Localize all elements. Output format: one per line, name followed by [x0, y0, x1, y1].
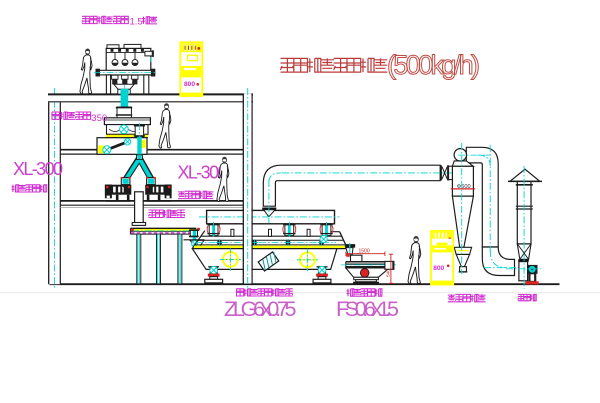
svg-text:350: 350 — [91, 113, 107, 124]
svg-text:ZLG6x0.75: ZLG6x0.75 — [224, 297, 297, 321]
svg-text:Φ600: Φ600 — [457, 184, 471, 190]
svg-text:XL-300: XL-300 — [13, 159, 63, 179]
svg-text:800: 800 — [184, 81, 195, 88]
svg-text:(500kg/h): (500kg/h) — [387, 50, 480, 80]
svg-text:800: 800 — [433, 265, 444, 272]
svg-text:XL-300: XL-300 — [178, 162, 228, 182]
svg-text:1500: 1500 — [359, 248, 370, 254]
svg-text:FS0.6x1.5: FS0.6x1.5 — [336, 297, 399, 321]
svg-text:540: 540 — [386, 269, 392, 277]
svg-text:1.5: 1.5 — [130, 17, 143, 28]
